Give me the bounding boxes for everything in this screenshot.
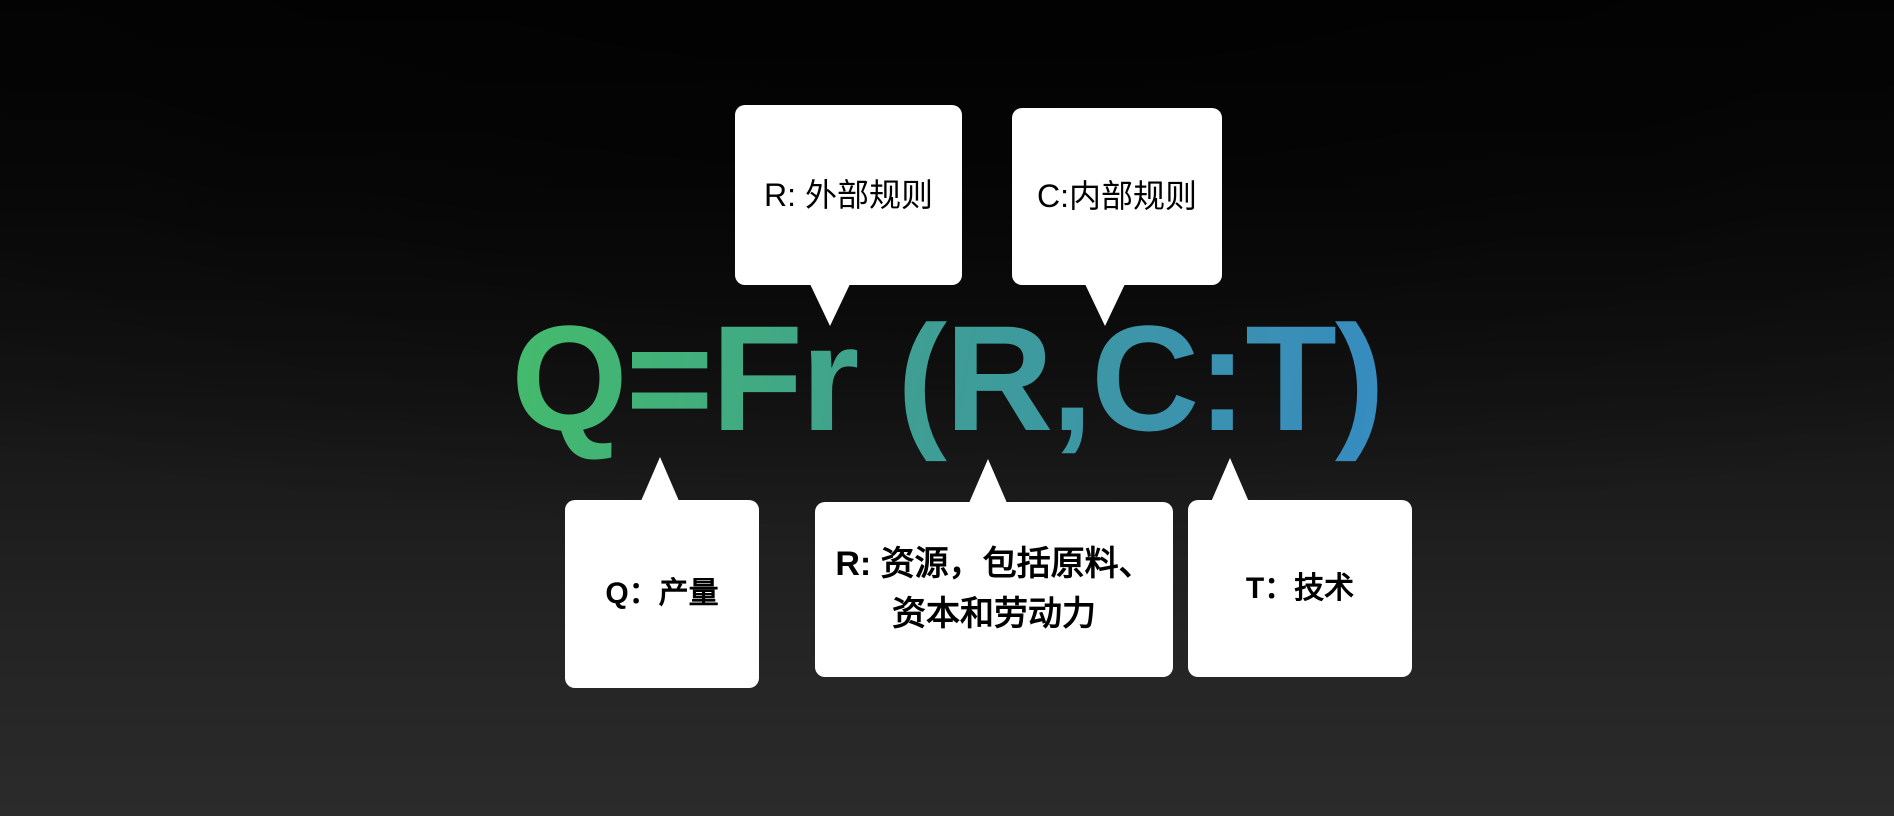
callout-technology-label: T：技术 [1245,571,1355,605]
callout-resources-text: R: 资源，包括原料、 资本和劳动力 [835,540,1152,639]
callout-technology[interactable]: T：技术 [1188,500,1412,677]
callout-internal-rules-label: C:内部规则 [1036,178,1197,215]
formula-text: Q=Fr (R,C:T) [0,292,1894,465]
callout-technology-pointer-icon [1211,458,1249,502]
callout-resources[interactable]: R: 资源，包括原料、 资本和劳动力 [815,502,1173,677]
callout-internal-rules[interactable]: C:内部规则 [1012,108,1222,285]
callout-external-rules-pointer-icon [810,284,850,326]
callout-resources-label-line-1: R: 资源，包括原料、 [835,545,1153,584]
callout-resources-pointer-icon [969,459,1007,503]
callout-internal-rules-pointer-icon [1085,284,1125,326]
callout-external-rules-label: R: 外部规则 [764,176,933,213]
callout-external-rules[interactable]: R: 外部规则 [735,105,962,285]
callout-output[interactable]: Q：产量 [565,500,759,688]
callout-output-pointer-icon [641,457,679,501]
callout-output-label: Q：产量 [605,577,719,611]
callout-resources-label-line-2: 资本和劳动力 [891,594,1096,633]
